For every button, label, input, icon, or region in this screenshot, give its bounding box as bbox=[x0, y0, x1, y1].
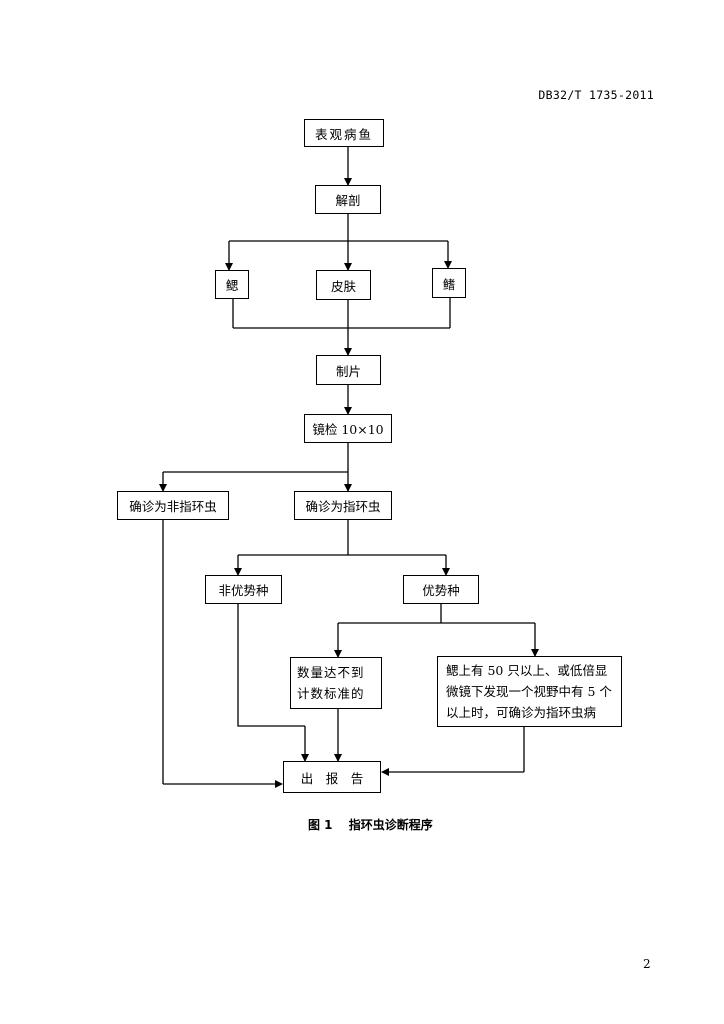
page-number: 2 bbox=[643, 957, 651, 971]
flow-box-report: 出 报 告 bbox=[283, 761, 381, 793]
flow-box-dominant: 优势种 bbox=[403, 575, 479, 604]
flow-text: 出 报 告 bbox=[300, 770, 364, 786]
flow-text: 表观病鱼 bbox=[314, 126, 373, 142]
flow-box-dissect: 解剖 bbox=[315, 185, 381, 214]
flow-text: 制片 bbox=[335, 363, 361, 379]
flow-box-slide: 制片 bbox=[316, 355, 381, 385]
flow-text: 解剖 bbox=[335, 193, 361, 208]
flow-text: 确诊为非指环虫 bbox=[129, 499, 217, 514]
flow-text: 镜检 10×10 bbox=[312, 422, 384, 437]
flow-text: 优势种 bbox=[422, 583, 460, 598]
flow-box-diagnosis-criteria: 鳃上有 50 只以上、或低倍显微镜下发现一个视野中有 5 个以上时，可确诊为指环… bbox=[437, 656, 622, 727]
flow-box-fin: 鳍 bbox=[432, 268, 466, 298]
flow-box-not-gyrodactylus: 确诊为非指环虫 bbox=[117, 491, 229, 520]
flow-text: 非优势种 bbox=[218, 583, 269, 598]
standard-code: DB32/T 1735-2011 bbox=[538, 88, 654, 102]
flow-box-gyrodactylus: 确诊为指环虫 bbox=[294, 491, 392, 520]
flow-box-gill: 鳃 bbox=[215, 270, 249, 299]
flow-box-microscope: 镜检 10×10 bbox=[304, 414, 392, 443]
figure-caption: 图 1 指环虫诊断程序 bbox=[308, 818, 433, 832]
flow-text: 鳍 bbox=[442, 276, 456, 292]
flow-text: 鳃 bbox=[225, 278, 239, 293]
flow-text: 皮肤 bbox=[330, 278, 356, 294]
flow-text: 确诊为指环虫 bbox=[305, 499, 381, 514]
flow-box-surface-fish: 表观病鱼 bbox=[304, 119, 384, 147]
flow-text: 数量达不到计数标准的 bbox=[297, 665, 365, 701]
flow-box-non-dominant: 非优势种 bbox=[205, 575, 282, 604]
flow-box-skin: 皮肤 bbox=[316, 270, 371, 300]
flow-text: 鳃上有 50 只以上、或低倍显微镜下发现一个视野中有 5 个以上时，可确诊为指环… bbox=[446, 663, 612, 720]
flow-box-below-threshold: 数量达不到计数标准的 bbox=[290, 657, 382, 709]
